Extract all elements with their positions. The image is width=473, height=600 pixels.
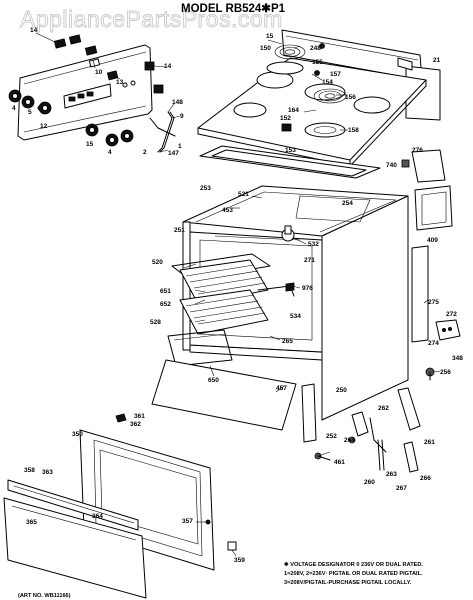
callout-label: 157: [330, 71, 341, 78]
callout-label: 409: [427, 237, 438, 244]
callout-label: 150: [260, 45, 271, 52]
hinge-receiver: [301, 383, 317, 443]
callout-label: 14: [164, 63, 172, 70]
callout-label: 262: [378, 405, 389, 412]
callout-label: 12: [40, 123, 48, 130]
callout-leader-lines: [35, 32, 441, 557]
callout-label: 164: [288, 107, 299, 114]
callout-label: 359: [234, 557, 245, 564]
footnote-line-3: 3=208V/PIGTAIL-PURCHASE PIGTAIL LOCALLY.: [284, 580, 412, 586]
control-panel-assembly: [17, 34, 176, 141]
callout-label: 156: [345, 94, 356, 101]
callout-label: 272: [446, 311, 457, 318]
callout-label: 2: [143, 149, 147, 156]
callout-label: 534: [290, 313, 301, 320]
callout-label: 252: [326, 433, 337, 440]
callout-label: 261: [424, 439, 435, 446]
callout-label: 264: [344, 437, 355, 444]
callout-label: 652: [160, 301, 171, 308]
callout-label: 4: [108, 149, 112, 156]
callout-label: 365: [26, 519, 37, 526]
top-frame: [199, 145, 381, 179]
callout-label: 364: [92, 513, 103, 520]
storage-drawer-panel: [151, 359, 297, 431]
callout-label: 158: [348, 127, 359, 134]
callout-label: 461: [334, 459, 345, 466]
cooktop-assembly: [197, 29, 441, 167]
callout-label: 15: [266, 33, 274, 40]
callout-label: 260: [364, 479, 375, 486]
art-number: (ART NO. WB11166): [18, 593, 71, 599]
callout-label: 453: [222, 207, 233, 214]
callout-label: 248: [310, 45, 321, 52]
footnote-line-2: 1=208V, 2=236V· PIGTAIL OR DUAL RATED PI…: [284, 571, 423, 577]
callout-label: 153: [285, 147, 296, 154]
callout-label: 357: [182, 518, 193, 525]
callout-label: 263: [386, 471, 397, 478]
callout-label: 532: [308, 241, 319, 248]
callout-label: 5: [28, 109, 32, 116]
callout-label: 1: [178, 143, 182, 150]
callout-label: 740: [386, 162, 397, 169]
callout-label: 148: [172, 99, 183, 106]
callout-label: 14: [30, 27, 38, 34]
footnote: ✱ VOLTAGE DESIGNATOR 0 236V OR DUAL RATE…: [284, 561, 423, 586]
callout-label: 154: [322, 79, 333, 86]
callout-label: 13: [116, 79, 124, 86]
door-hinge-assembly: [314, 387, 421, 473]
callout-label: 271: [304, 257, 315, 264]
callout-label: 521: [238, 191, 249, 198]
callout-label: 152: [280, 115, 291, 122]
watermark-text: AppliancePartsPros.com: [20, 6, 283, 32]
oven-door-assembly: [3, 413, 237, 599]
callout-label: 276: [412, 147, 423, 154]
control-knobs: [8, 89, 134, 147]
callout-label: 267: [396, 485, 407, 492]
callout-label: 363: [42, 469, 53, 476]
callout-label: 250: [336, 387, 347, 394]
callout-label: 350: [72, 431, 83, 438]
callout-label: 457: [276, 385, 287, 392]
callout-label: 274: [428, 340, 439, 347]
callout-label: 15: [86, 141, 94, 148]
callout-label: 976: [302, 285, 313, 292]
callout-label: 4: [12, 105, 16, 112]
callout-label: 21: [433, 57, 441, 64]
callout-label: 9: [180, 113, 184, 120]
callout-labels: 14 10 13 14 4 5 12 15 4 2 1 148 9 147 15…: [12, 27, 463, 564]
callout-label: 362: [130, 421, 141, 428]
callout-label: 348: [452, 355, 463, 362]
callout-label: 265: [282, 338, 293, 345]
diagram-title: MODEL RB524✱P1: [181, 3, 286, 15]
callout-label: 275: [428, 299, 439, 306]
callout-label: 155: [312, 59, 323, 66]
callout-label: 256: [440, 369, 451, 376]
callout-label: 361: [134, 413, 145, 420]
callout-label: 266: [420, 475, 431, 482]
range-body: [182, 149, 461, 421]
callout-label: 251: [174, 227, 185, 234]
door-lock-rod: [157, 111, 173, 153]
callout-label: 528: [150, 319, 161, 326]
callout-label: 254: [342, 200, 353, 207]
callout-label: 10: [95, 69, 103, 76]
callout-label: 520: [152, 259, 163, 266]
callout-label: 253: [200, 185, 211, 192]
callout-label: 651: [160, 288, 171, 295]
callout-label: 358: [24, 467, 35, 474]
callout-label: 147: [168, 150, 179, 157]
footnote-line-1: ✱ VOLTAGE DESIGNATOR 0 236V OR DUAL RATE…: [284, 561, 423, 568]
callout-label: 650: [208, 377, 219, 384]
